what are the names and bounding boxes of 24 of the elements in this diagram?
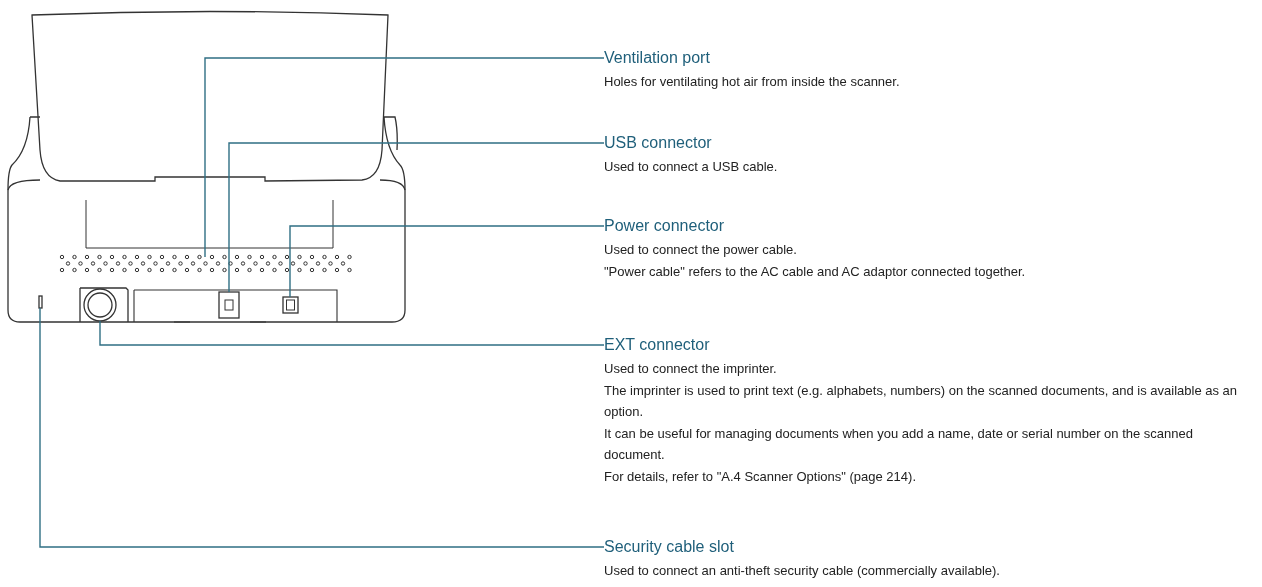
leader-line (99, 320, 605, 346)
description-text: Used to connect a USB cable. (604, 158, 779, 176)
description-text: It can be useful for managing documents when you add a name, date or serial number on the scanned document. (604, 424, 1194, 464)
part-heading: Security cable slot (604, 537, 735, 557)
part-heading: EXT connector (604, 335, 711, 355)
description-text: "Power cable" refers to the AC cable and AC adaptor connected together. (604, 262, 1027, 281)
description-text: Used to connect an anti-theft security cable (commercially available). (604, 562, 1001, 580)
leader-line (39, 307, 605, 548)
description-text: Holes for ventilating hot air from inside the scanner. (604, 73, 901, 91)
description-text: Used to connect the imprinter. (604, 360, 778, 378)
leader-line (228, 142, 605, 293)
part-heading: USB connector (604, 133, 713, 153)
part-heading: Ventilation port (604, 48, 711, 68)
connector-port (218, 291, 240, 319)
description-text: For details, refer to "A.4 Scanner Options" (page 214). (604, 467, 917, 486)
connector-port (282, 296, 299, 314)
cable-slot (38, 295, 43, 309)
description-text: Used to connect the power cable. (604, 241, 798, 259)
connector-port (83, 288, 117, 322)
description-text: The imprinter is used to print text (e.g. alphabets, numbers) on the scanned documents, and is available as an option. (604, 381, 1239, 421)
part-heading: Power connector (604, 216, 726, 236)
leader-line (289, 225, 605, 298)
ventilation-holes (59, 254, 352, 273)
leader-line (204, 57, 605, 258)
